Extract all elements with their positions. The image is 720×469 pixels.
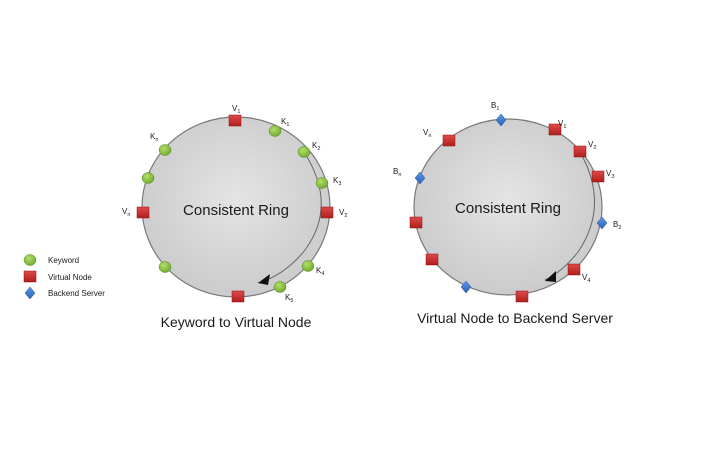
left-ring-group: Consistent Ring V1 K1 K2 K3 V2 K4 K5 Vn … — [122, 104, 347, 330]
left-virtual-node-vn — [136, 206, 150, 219]
right-virtual-node-vn — [442, 134, 456, 147]
legend-virtual-node-label: Virtual Node — [48, 273, 92, 282]
left-keyword-k3 — [315, 177, 329, 189]
left-keyword-k2 — [297, 146, 311, 158]
right-label-v1: V1 — [558, 119, 566, 130]
right-ring-title: Consistent Ring — [455, 200, 561, 217]
left-virtual-node-bottom — [231, 290, 245, 303]
right-label-v2: V2 — [588, 140, 596, 151]
right-label-b1: B1 — [491, 101, 499, 112]
legend-keyword-label: Keyword — [48, 256, 79, 265]
right-label-vn: Vn — [423, 128, 431, 139]
left-ring-arrowhead — [258, 274, 270, 285]
left-virtual-node-v1 — [228, 114, 242, 127]
left-label-vn: Vn — [122, 207, 130, 218]
legend-virtual-node-icon — [23, 270, 37, 283]
right-ring — [413, 118, 603, 296]
left-label-v2: V2 — [339, 208, 347, 219]
left-label-k4: K4 — [316, 266, 324, 277]
right-label-v4: V4 — [582, 273, 590, 284]
right-ring-caption: Virtual Node to Backend Server — [417, 310, 613, 326]
left-label-k2: K2 — [312, 141, 320, 152]
right-virtual-node-v3 — [591, 170, 605, 183]
right-ring-arc — [544, 151, 595, 281]
right-virtual-node-bottom — [515, 290, 529, 303]
legend: Keyword Virtual Node Backend Server — [23, 254, 105, 300]
right-label-v3: V3 — [606, 169, 614, 180]
right-virtual-node-v1 — [548, 123, 562, 136]
left-label-k1: K1 — [281, 117, 289, 128]
left-label-kn: Kn — [150, 132, 158, 143]
left-label-v1: V1 — [232, 104, 240, 115]
right-backend-b2 — [596, 216, 608, 230]
legend-backend-server-label: Backend Server — [48, 289, 105, 298]
right-backend-b1 — [495, 113, 507, 127]
left-ring-arc — [257, 151, 322, 284]
left-keyword-bottom-left — [158, 261, 172, 273]
right-label-b2: B2 — [613, 220, 621, 231]
left-keyword-k4 — [301, 260, 315, 272]
right-label-bn: Bn — [393, 167, 401, 178]
left-label-k3: K3 — [333, 176, 341, 187]
left-keyword-left — [141, 172, 155, 184]
left-keyword-k1 — [268, 125, 282, 137]
right-backend-bottom — [460, 280, 472, 294]
left-keyword-kn — [158, 144, 172, 156]
left-ring-caption: Keyword to Virtual Node — [161, 314, 312, 330]
legend-keyword-icon — [23, 254, 37, 266]
right-ring-group: Consistent Ring B1 V1 V2 V3 B2 V4 Bn Vn … — [393, 101, 621, 326]
left-label-k5: K5 — [285, 293, 293, 304]
left-virtual-node-v2 — [320, 206, 334, 219]
right-virtual-node-left — [409, 216, 423, 229]
right-virtual-node-v2 — [573, 145, 587, 158]
left-keyword-k5 — [273, 281, 287, 293]
right-virtual-node-v4 — [567, 263, 581, 276]
right-backend-bn — [414, 171, 426, 185]
right-ring-arrowhead — [545, 271, 556, 282]
left-ring-title: Consistent Ring — [183, 202, 289, 219]
legend-backend-server-icon — [24, 286, 36, 300]
right-virtual-node-lower-left — [425, 253, 439, 266]
